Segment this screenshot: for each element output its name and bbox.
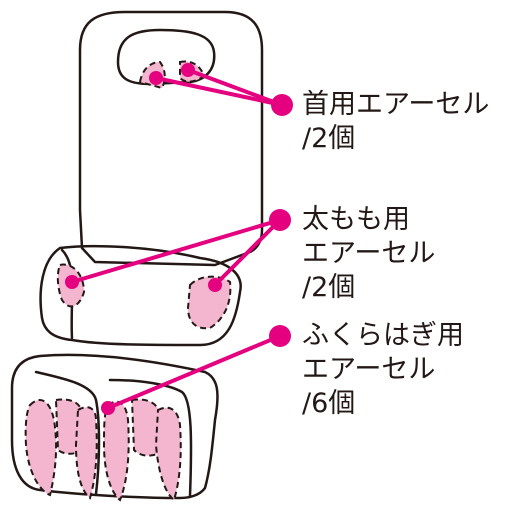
thigh-label-line-1: 太もも用 bbox=[302, 204, 410, 235]
seat-cushion-outline bbox=[39, 244, 242, 347]
neck-callout-dot bbox=[271, 94, 293, 116]
thigh-air-cell-label: 太もも用 エアーセル /2個 bbox=[302, 203, 435, 305]
backrest-outline bbox=[78, 10, 264, 267]
neck-leader-line-1 bbox=[154, 76, 284, 107]
calf-air-cell-3 bbox=[74, 406, 98, 500]
calf-label-line-2: エアーセル bbox=[302, 354, 436, 385]
calf-callout-dot bbox=[269, 325, 291, 347]
neck-air-cell-label: 首用エアーセル /2個 bbox=[302, 88, 489, 156]
calf-air-cell-label: ふくらはぎ用 エアーセル /6個 bbox=[302, 319, 464, 421]
neck-label-line-2: /2個 bbox=[302, 123, 356, 154]
neck-leader-line-2 bbox=[186, 68, 284, 107]
calf-air-cell-6 bbox=[154, 406, 182, 502]
thigh-label-line-2: エアーセル bbox=[302, 238, 436, 269]
neck-label-line-1: 首用エアーセル bbox=[302, 89, 490, 120]
calf-label-line-1: ふくらはぎ用 bbox=[302, 320, 464, 351]
calf-air-cell-dot bbox=[101, 401, 115, 415]
thigh-leader-line-2 bbox=[213, 218, 282, 287]
thigh-leader-line-1 bbox=[70, 218, 282, 284]
thigh-label-line-3: /2個 bbox=[302, 272, 356, 303]
neck-air-cell-dot-left bbox=[149, 71, 163, 85]
leg-rest-right-channel bbox=[108, 378, 193, 498]
calf-leader-line bbox=[106, 334, 282, 410]
thigh-air-cell-dot-left bbox=[65, 275, 79, 289]
calf-air-cell-4 bbox=[102, 400, 130, 502]
thigh-air-cell-dot-right bbox=[208, 278, 222, 292]
calf-label-line-3: /6個 bbox=[302, 388, 356, 419]
air-cells bbox=[24, 60, 232, 502]
calf-air-cell-1 bbox=[24, 399, 58, 497]
leg-rest-left-channel bbox=[34, 370, 101, 496]
headrest-opening bbox=[116, 28, 216, 86]
neck-air-cell-dot-right bbox=[181, 63, 195, 77]
thigh-callout-dot bbox=[269, 209, 291, 231]
